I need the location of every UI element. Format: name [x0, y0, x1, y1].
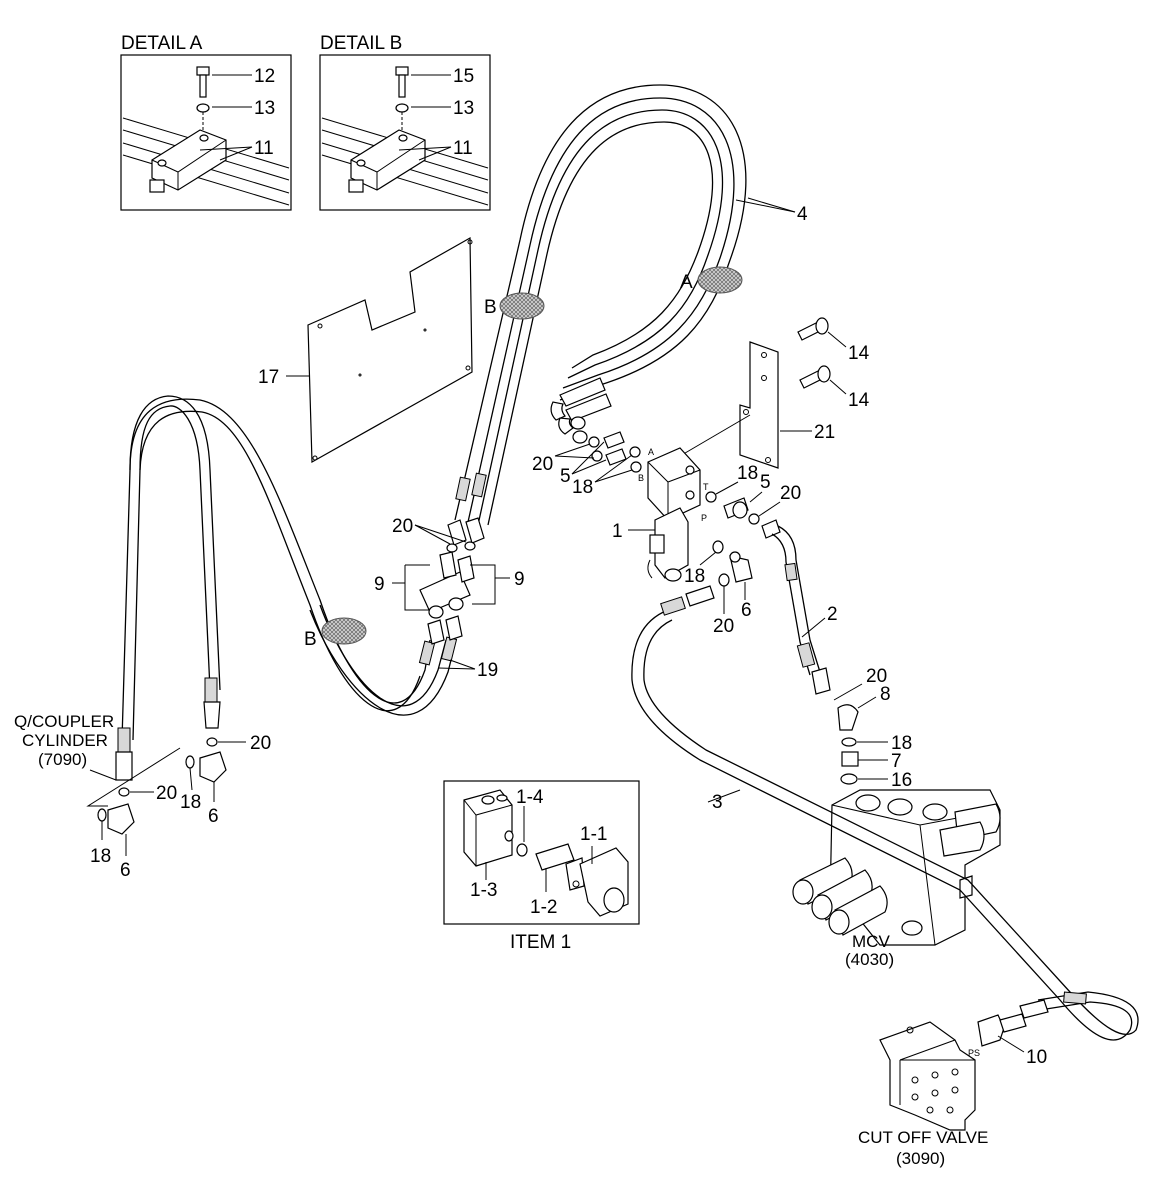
callout-14-lower: 14	[848, 390, 870, 411]
tee-fitting-10: 10	[977, 1013, 1047, 1068]
zone-b-label-lower: B	[304, 629, 317, 650]
hose-3: 3	[631, 585, 1139, 1041]
mcv-label-name: MCV	[852, 932, 890, 951]
detail-a-title: DETAIL A	[121, 33, 203, 54]
mcv-label-code: (4030)	[845, 950, 894, 969]
detail-b: DETAIL B 15 13 11	[319, 33, 491, 211]
callout-8: 8	[880, 684, 891, 705]
port-t-label: T	[703, 482, 709, 492]
zone-a-marker	[697, 266, 743, 294]
cutoff-label-code: (3090)	[896, 1149, 945, 1168]
cylinder-fittings: 20 18 6 20 18 6	[86, 677, 271, 881]
item-1-title: ITEM 1	[510, 932, 571, 953]
solenoid-valve: 1	[612, 447, 701, 582]
bulkhead-connector-9: 9 9	[374, 551, 525, 619]
callout-21: 21	[814, 422, 835, 443]
hose-2: 2 20	[761, 519, 887, 701]
qcoupler-label-line3: (7090)	[38, 750, 87, 769]
callout-18-p: 18	[684, 566, 705, 587]
bracket-plate: 21	[739, 341, 835, 469]
callout-10: 10	[1026, 1047, 1047, 1068]
callout-18-right: 18	[737, 463, 758, 484]
callout-1: 1	[612, 521, 623, 542]
qcoupler-label-line1: Q/COUPLER	[14, 712, 114, 731]
callout-6-p: 6	[741, 600, 752, 621]
detail-a-frame	[120, 54, 292, 211]
callout-18-left: 18	[572, 477, 593, 498]
item-1-inset: 1-4 1-1 1-2 1-3	[443, 780, 640, 925]
detail-b-clamp-label: 11	[453, 138, 473, 159]
qcoupler-label-line2: CYLINDER	[22, 731, 108, 750]
hose-loop-lower	[121, 395, 457, 741]
callout-6-cyl-upper: 6	[208, 806, 219, 827]
callout-5-left: 5	[560, 466, 571, 487]
callout-9-left: 9	[374, 574, 385, 595]
callout-16: 16	[891, 770, 912, 791]
callout-18-cyl-lower: 18	[90, 846, 111, 867]
port-p-label: P	[701, 513, 707, 523]
item-1-label-1-1: 1-1	[580, 824, 607, 845]
mcv-port-fittings: 8 18 7 16	[837, 684, 912, 791]
callout-20-cyl-lower: 20	[156, 783, 177, 804]
callout-14-upper: 14	[848, 343, 870, 364]
cutoff-label-name: CUT OFF VALVE	[858, 1128, 988, 1147]
callout-20-right: 20	[780, 483, 801, 504]
item-1-label-1-2: 1-2	[530, 897, 557, 918]
callout-20-cyl-upper: 20	[250, 733, 271, 754]
zone-b-label-upper: B	[484, 297, 497, 318]
detail-b-bolt	[395, 66, 409, 130]
detail-b-clamp	[348, 129, 426, 193]
callout-3: 3	[712, 792, 723, 813]
detail-b-frame	[319, 54, 491, 211]
zone-b-marker-upper	[499, 292, 545, 320]
callout-20-hose2: 20	[866, 666, 887, 687]
port-b-label: B	[638, 473, 644, 483]
item-1-frame	[443, 780, 640, 925]
callout-19: 19	[477, 660, 498, 681]
left-loop-end-fittings: 19	[418, 615, 498, 681]
callout-18-cyl-upper: 18	[180, 792, 201, 813]
port-ps-label: PS	[968, 1048, 980, 1058]
detail-a-bolt-label: 12	[254, 66, 275, 87]
detail-a-bolt	[196, 66, 210, 130]
callout-6-cyl-lower: 6	[120, 860, 131, 881]
detail-a-clamp	[149, 129, 227, 193]
bolt-14-upper: 14	[797, 317, 870, 364]
cut-off-valve	[879, 1021, 976, 1131]
center-hose-fittings: 20	[392, 472, 487, 553]
item-1-label-1-4: 1-4	[516, 787, 544, 808]
mcv-valve-block	[792, 789, 1001, 946]
valve-p-fittings: 18 6 20	[684, 540, 753, 637]
valve-port-fittings-right: 18 5 20	[705, 463, 801, 525]
zone-a-label: A	[680, 272, 693, 293]
callout-5-right: 5	[760, 472, 771, 493]
detail-a-clamp-label: 11	[254, 138, 274, 159]
detail-b-bolt-label: 15	[453, 66, 474, 87]
callout-17: 17	[258, 367, 279, 388]
hose-loop-upper	[454, 84, 747, 526]
callout-20-valve: 20	[532, 454, 553, 475]
port-a-label: A	[648, 447, 654, 457]
item-1-label-1-3: 1-3	[470, 880, 497, 901]
cover-plate: 17	[258, 236, 473, 464]
callout-9-right: 9	[514, 569, 525, 590]
callout-20-center: 20	[392, 516, 413, 537]
detail-b-washer-label: 13	[453, 98, 474, 119]
hose-end-fittings-valve	[550, 377, 612, 444]
zone-b-marker-lower	[321, 617, 367, 645]
callout-18-mcv: 18	[891, 733, 912, 754]
detail-a-washer-label: 13	[254, 98, 275, 119]
callout-2: 2	[827, 604, 838, 625]
callout-7: 7	[891, 751, 902, 772]
callout-20-p: 20	[713, 616, 734, 637]
callout-4: 4	[797, 204, 808, 225]
detail-a: DETAIL A 12 13 11	[120, 33, 292, 211]
valve-port-fittings-left: 20 5 18	[532, 431, 642, 498]
detail-b-title: DETAIL B	[320, 33, 402, 54]
bolt-14-lower: 14	[799, 365, 870, 411]
